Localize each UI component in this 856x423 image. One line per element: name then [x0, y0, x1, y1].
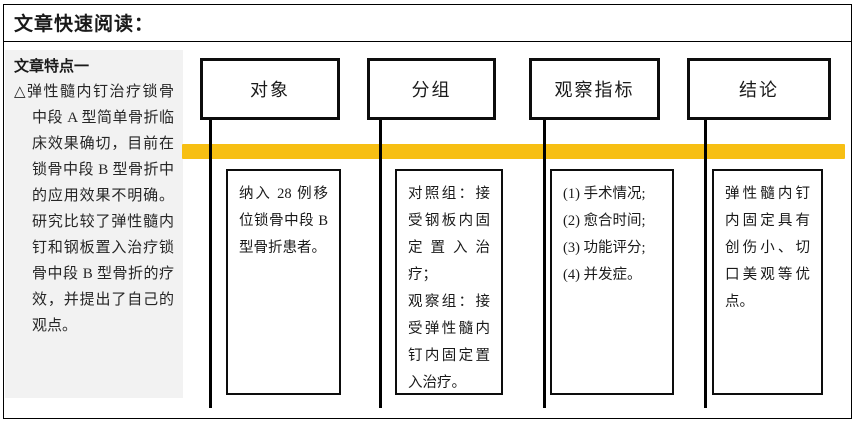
connector-line-2 [379, 116, 382, 408]
flow-header-box-2[interactable]: 分组 [367, 58, 496, 120]
flow-header-box-3[interactable]: 观察指标 [529, 58, 660, 120]
connector-line-3 [543, 116, 546, 408]
flow-body-box-2[interactable]: 对照组：接受钢板内固定置入治疗； 观察组：接受弹性髓内钉内固定置入治疗。 [395, 169, 503, 395]
flow-header-label-4: 结论 [739, 80, 779, 100]
flow-body-line-3-3: (3) 功能评分; [563, 240, 646, 256]
summary-body: △弹性髓内钉治疗锁骨中段 A 型简单骨折临床效果确切，目前在锁骨中段 B 型骨折… [14, 79, 174, 339]
flow-body-box-1[interactable]: 纳入 28 例移位锁骨中段 B 型骨折患者。 [226, 169, 341, 395]
flow-header-label-3: 观察指标 [554, 80, 635, 100]
article-summary-panel: 文章特点一 △弹性髓内钉治疗锁骨中段 A 型简单骨折临床效果确切，目前在锁骨中段… [5, 50, 183, 398]
summary-heading: 文章特点一 [14, 59, 90, 75]
flow-body-line-3-2: (2) 愈合时间; [563, 213, 646, 229]
flow-body-line-3-4: (4) 并发症。 [563, 267, 642, 283]
connector-line-4 [704, 116, 707, 408]
summary-body-text: △弹性髓内钉治疗锁骨中段 A 型简单骨折临床效果确切，目前在锁骨中段 B 型骨折… [14, 84, 174, 334]
flow-header-box-1[interactable]: 对象 [200, 58, 340, 120]
flow-body-line-3-1: (1) 手术情况; [563, 186, 646, 202]
flow-body-line-1-1: 纳入 28 例移位锁骨中段 B 型骨折患者。 [239, 186, 328, 256]
flow-body-line-2-1: 对照组：接受钢板内固定置入治疗； [408, 186, 490, 283]
flow-header-box-4[interactable]: 结论 [687, 58, 831, 120]
flow-body-box-4[interactable]: 弹性髓内钉内固定具有创伤小、切口美观等优点。 [712, 169, 823, 395]
connector-line-1 [209, 116, 212, 408]
flow-body-box-3[interactable]: (1) 手术情况; (2) 愈合时间; (3) 功能评分; (4) 并发症。 [550, 169, 674, 395]
flow-body-line-4-1: 弹性髓内钉内固定具有创伤小、切口美观等优点。 [725, 186, 810, 310]
flow-body-line-2-2: 观察组：接受弹性髓内钉内固定置入治疗。 [408, 294, 490, 391]
page-title: 文章快速阅读： [14, 14, 155, 35]
title-divider [4, 41, 851, 42]
timeline-accent-bar [182, 144, 845, 159]
flow-header-label-1: 对象 [250, 80, 290, 100]
slide-border [3, 4, 852, 419]
flow-header-label-2: 分组 [411, 80, 452, 100]
